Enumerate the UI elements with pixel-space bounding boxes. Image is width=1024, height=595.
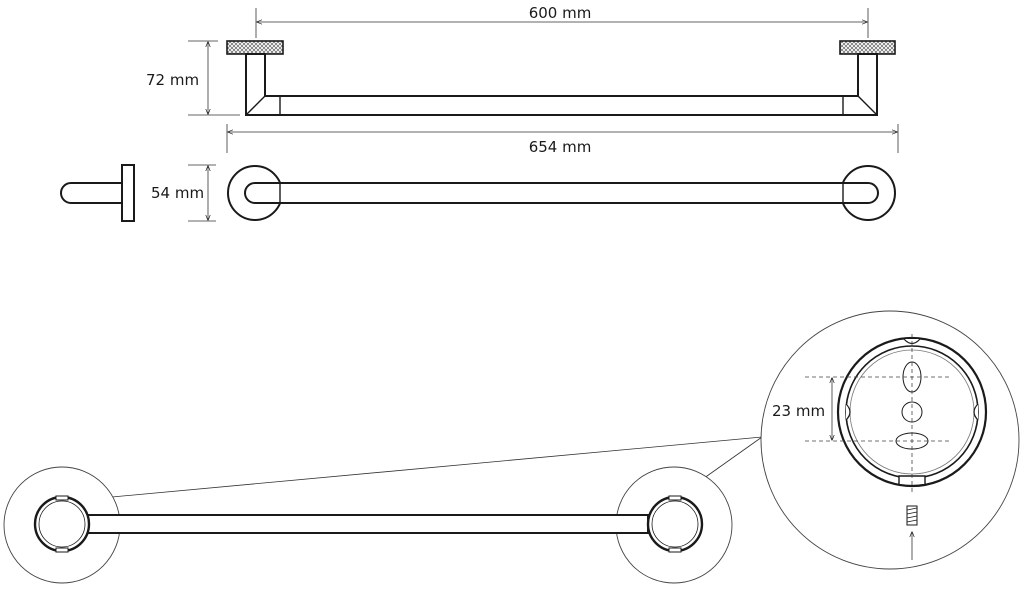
- rear-plate-right-inner: [651, 500, 699, 548]
- wall-plate-left: [226, 40, 284, 55]
- rear-plate-left-notch-top: [55, 495, 69, 501]
- detail-view: 23 mm: [760, 310, 1020, 570]
- top-view: 54 mm: [60, 164, 896, 222]
- wall-plate-right: [839, 40, 896, 55]
- bar-corner-right: [857, 95, 878, 116]
- rear-plate-right: [646, 495, 704, 553]
- rear-plate-right-notch-top: [668, 495, 682, 501]
- bar-corner-left: [245, 95, 266, 116]
- rear-view: [3, 436, 763, 584]
- rear-plate-left: [33, 495, 91, 553]
- dim-label-654: 654 mm: [529, 138, 592, 156]
- leader-line-upper: [111, 436, 763, 498]
- towel-bar-top: [244, 182, 879, 204]
- towel-bar-front: [245, 53, 878, 116]
- dim-label-23: 23 mm: [772, 402, 825, 420]
- front-view: 600 mm 72 mm 654 mm: [146, 4, 899, 156]
- rear-plate-right-notch-bottom: [668, 547, 682, 553]
- rear-bar: [87, 514, 649, 534]
- dim-label-54: 54 mm: [151, 184, 204, 202]
- screw-icon: [906, 505, 918, 526]
- detail-notch-left: [845, 403, 851, 421]
- side-profile-arm: [60, 182, 122, 204]
- rear-plate-left-inner: [38, 500, 86, 548]
- rear-plate-left-notch-bottom: [55, 547, 69, 553]
- side-profile-plate: [121, 164, 135, 222]
- dim-label-72: 72 mm: [146, 71, 199, 89]
- dim-label-600: 600 mm: [529, 4, 592, 22]
- detail-notch-right: [973, 403, 979, 421]
